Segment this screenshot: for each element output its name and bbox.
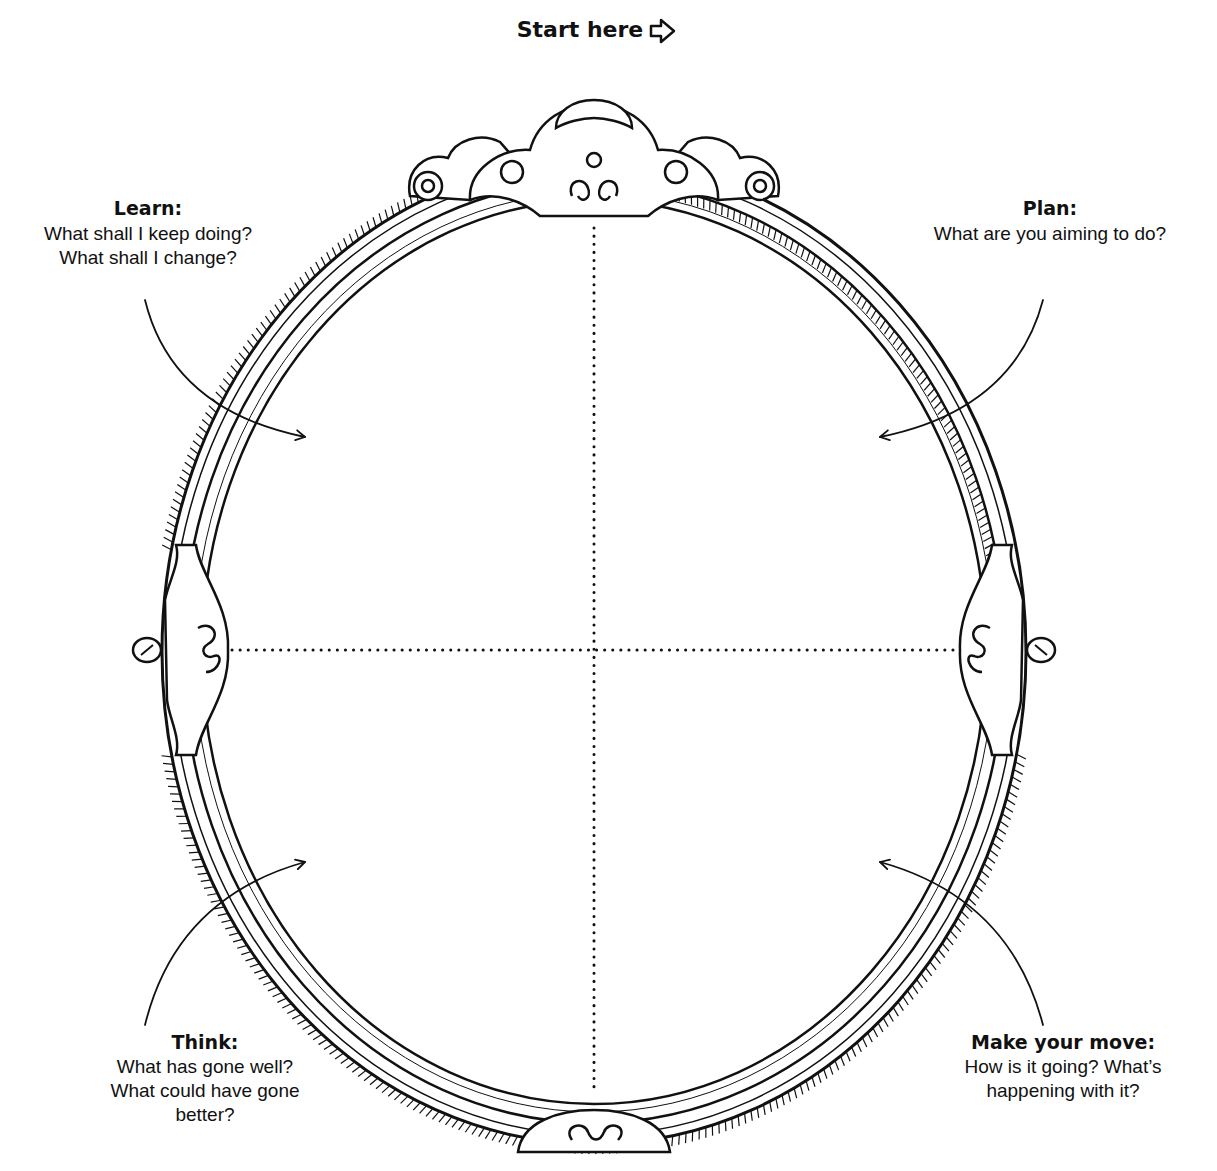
hatch-stroke <box>970 487 979 493</box>
hatch-stroke <box>709 200 711 210</box>
hatch-stroke <box>961 460 969 466</box>
stage-question: What shall I keep doing? What shall I ch… <box>33 222 263 270</box>
hatch-stroke <box>822 263 826 273</box>
hatch-stroke <box>953 440 961 447</box>
hatch-stroke <box>768 227 770 237</box>
hatch-stroke <box>774 230 776 240</box>
hatch-stroke <box>897 342 903 350</box>
hatch-stroke <box>966 473 974 479</box>
hatch-stroke <box>977 508 986 514</box>
hatch-stroke <box>697 196 698 206</box>
stage-heading: Think: <box>85 1030 325 1054</box>
side-bracket <box>960 545 1055 755</box>
quadrant-dividers <box>232 228 958 1088</box>
arrow-outline <box>651 20 674 42</box>
hatch-stroke <box>857 295 862 304</box>
hatch-stroke <box>807 251 810 261</box>
hatch-stroke <box>762 223 764 233</box>
hatch-stroke <box>931 395 938 403</box>
start-arrow-icon <box>649 18 677 44</box>
hatch-stroke <box>978 515 987 520</box>
hatch-stroke <box>721 205 723 215</box>
hatch-stroke <box>745 215 746 225</box>
hatch-stroke <box>703 198 704 208</box>
hatch-stroke <box>909 359 916 367</box>
hatch-stroke <box>975 501 984 507</box>
hatch-stroke <box>889 331 895 340</box>
stage-question: How is it going? What’s happening with i… <box>948 1055 1178 1103</box>
hatch-stroke <box>785 237 788 247</box>
hatch-stroke <box>871 310 876 319</box>
hatch-stroke <box>790 240 793 250</box>
hatch-stroke <box>947 427 955 434</box>
hatch-stroke <box>876 315 881 324</box>
hatch-stroke <box>796 244 799 254</box>
hatch-stroke <box>980 522 989 527</box>
hatch-stroke <box>801 247 804 257</box>
hatch-stroke <box>751 217 753 227</box>
start-label: Start here <box>480 16 680 44</box>
hatch-stroke <box>968 480 976 486</box>
hatch-stroke <box>733 209 734 219</box>
stage-heading: Make your move: <box>933 1030 1193 1054</box>
stage-question: What has gone well? What could have gone… <box>100 1055 310 1127</box>
hatch-stroke <box>757 220 759 230</box>
hatch-stroke <box>958 453 966 460</box>
hatch-stroke <box>852 290 857 299</box>
hatch-stroke <box>833 272 837 282</box>
hatch-stroke <box>982 529 991 534</box>
hatch-stroke <box>848 285 853 294</box>
hatch-stroke <box>866 305 871 314</box>
hatch-stroke <box>934 401 941 408</box>
hatch-stroke <box>739 212 740 222</box>
hatch-stroke <box>862 300 867 309</box>
hatch-stroke <box>956 446 964 453</box>
hatch-stroke <box>913 365 920 373</box>
hatch-stroke <box>920 376 927 384</box>
hatch-stroke <box>812 255 815 265</box>
pointer-arrows <box>145 300 1043 1025</box>
hatch-stroke <box>828 268 832 278</box>
hatch-stroke <box>944 420 952 427</box>
hatch-stroke <box>928 389 935 397</box>
top-crest <box>409 100 779 216</box>
hatch-stroke <box>917 371 924 379</box>
hatch-stroke <box>843 281 847 290</box>
stage-question: What are you aiming to do? <box>895 222 1205 246</box>
hatch-stroke <box>901 347 907 355</box>
hatch-stroke <box>938 407 945 414</box>
hatch-stroke <box>838 276 842 286</box>
hatch-stroke <box>963 466 971 472</box>
hatch-stroke <box>817 259 821 269</box>
mirror-frame <box>162 160 1026 1144</box>
hatch-stroke <box>880 320 886 329</box>
hatch-stroke <box>924 383 931 391</box>
hatch-stroke <box>715 202 717 212</box>
side-bracket <box>133 545 228 755</box>
hatch-stroke <box>893 336 899 345</box>
bottom-ornament <box>518 1110 670 1152</box>
hatch-stroke <box>973 494 982 500</box>
hatch-stroke <box>950 433 958 440</box>
hatch-stroke <box>727 207 729 217</box>
stage-heading: Learn: <box>28 196 268 220</box>
hatch-stroke <box>905 353 911 361</box>
hatch-stroke <box>983 536 992 541</box>
hatch-stroke <box>779 233 781 243</box>
stage-heading: Plan: <box>930 196 1170 220</box>
hatch-stroke <box>884 325 890 334</box>
